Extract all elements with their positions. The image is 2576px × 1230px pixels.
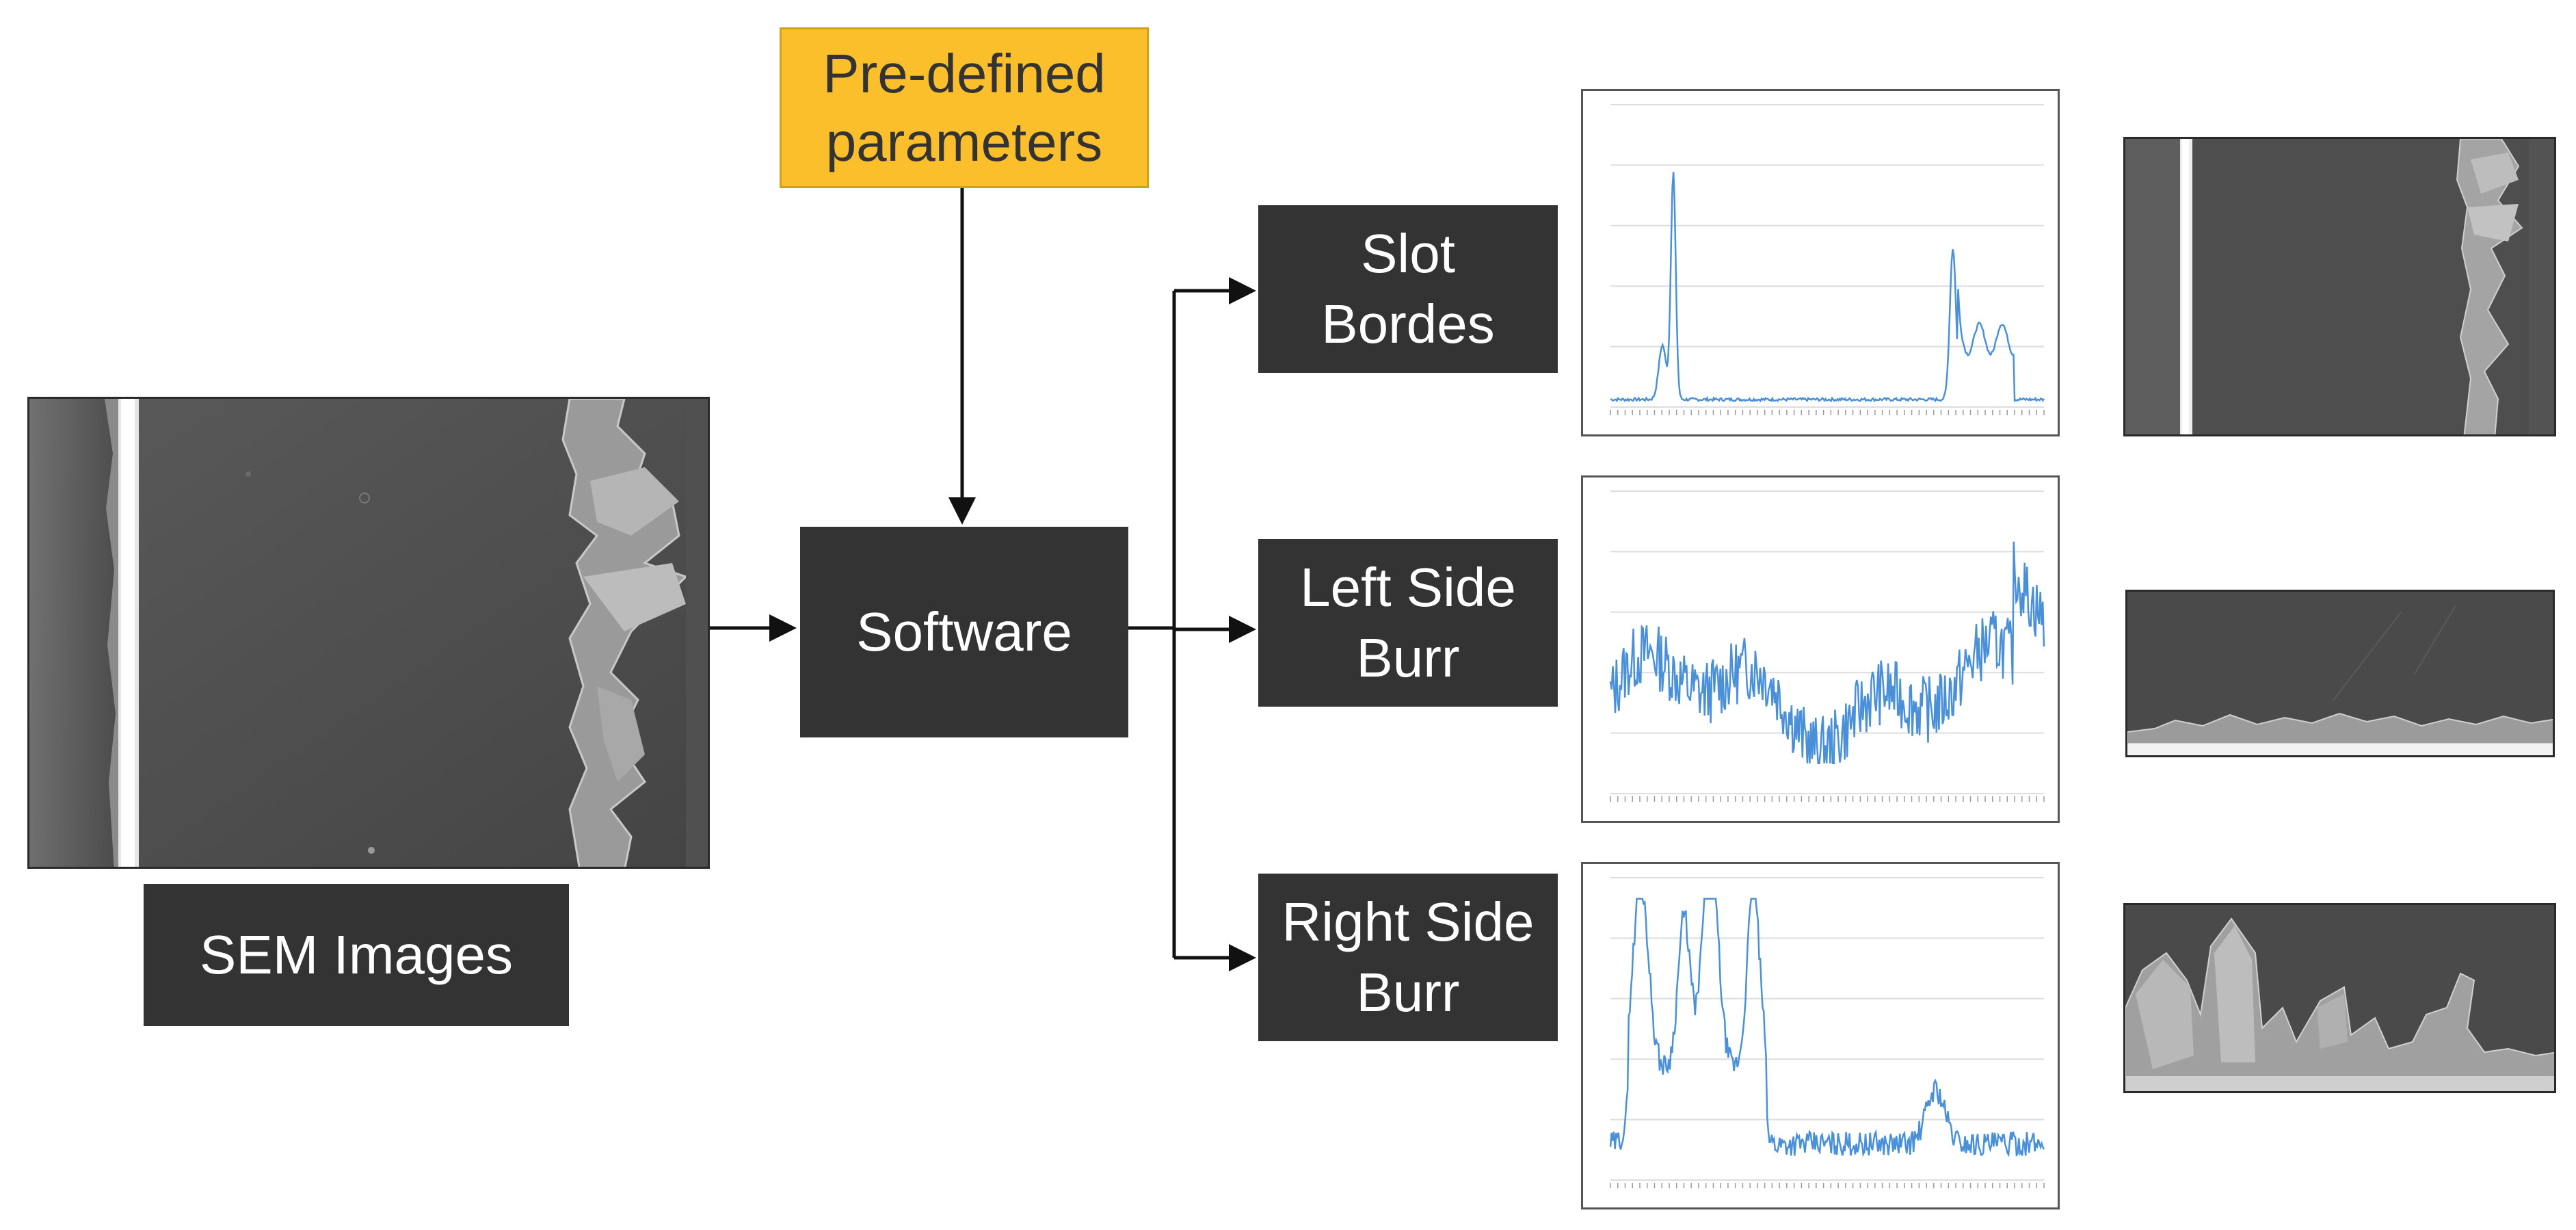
predefined-parameters-box: Pre-defined parameters [780, 27, 1149, 188]
slot-bordes-profile-svg [1610, 104, 2045, 415]
software-box: Software [800, 527, 1128, 737]
slot-bordes-box: Slot Bordes [1258, 205, 1558, 373]
sem-input-image [27, 397, 710, 869]
left-side-burr-sem-crop [2125, 590, 2555, 757]
right-side-burr-profile-svg [1609, 877, 2045, 1188]
profile-trace [1609, 541, 2045, 765]
profile-trace [1609, 898, 2045, 1157]
sem-images-label-box: SEM Images [144, 884, 569, 1026]
software-label: Software [856, 601, 1072, 662]
right-side-burr-box: Right Side Burr [1258, 874, 1558, 1041]
left-side-burr-profile-svg [1609, 490, 2045, 802]
slot-bordes-profile-plot [1581, 89, 2060, 436]
right-side-burr-profile-plot [1581, 862, 2060, 1209]
predefined-parameters-label: Pre-defined parameters [823, 42, 1106, 172]
profile-trace [1610, 172, 2045, 403]
right-side-burr-label: Right Side Burr [1282, 891, 1535, 1023]
left-side-burr-profile-plot [1581, 475, 2060, 823]
slot-bordes-label: Slot Bordes [1321, 223, 1495, 354]
sem-images-label: SEM Images [200, 924, 513, 985]
slot-bordes-sem-crop [2123, 137, 2556, 436]
right-side-burr-sem-crop [2123, 903, 2556, 1093]
left-side-burr-label: Left Side Burr [1300, 557, 1516, 688]
left-side-burr-box: Left Side Burr [1258, 539, 1558, 707]
